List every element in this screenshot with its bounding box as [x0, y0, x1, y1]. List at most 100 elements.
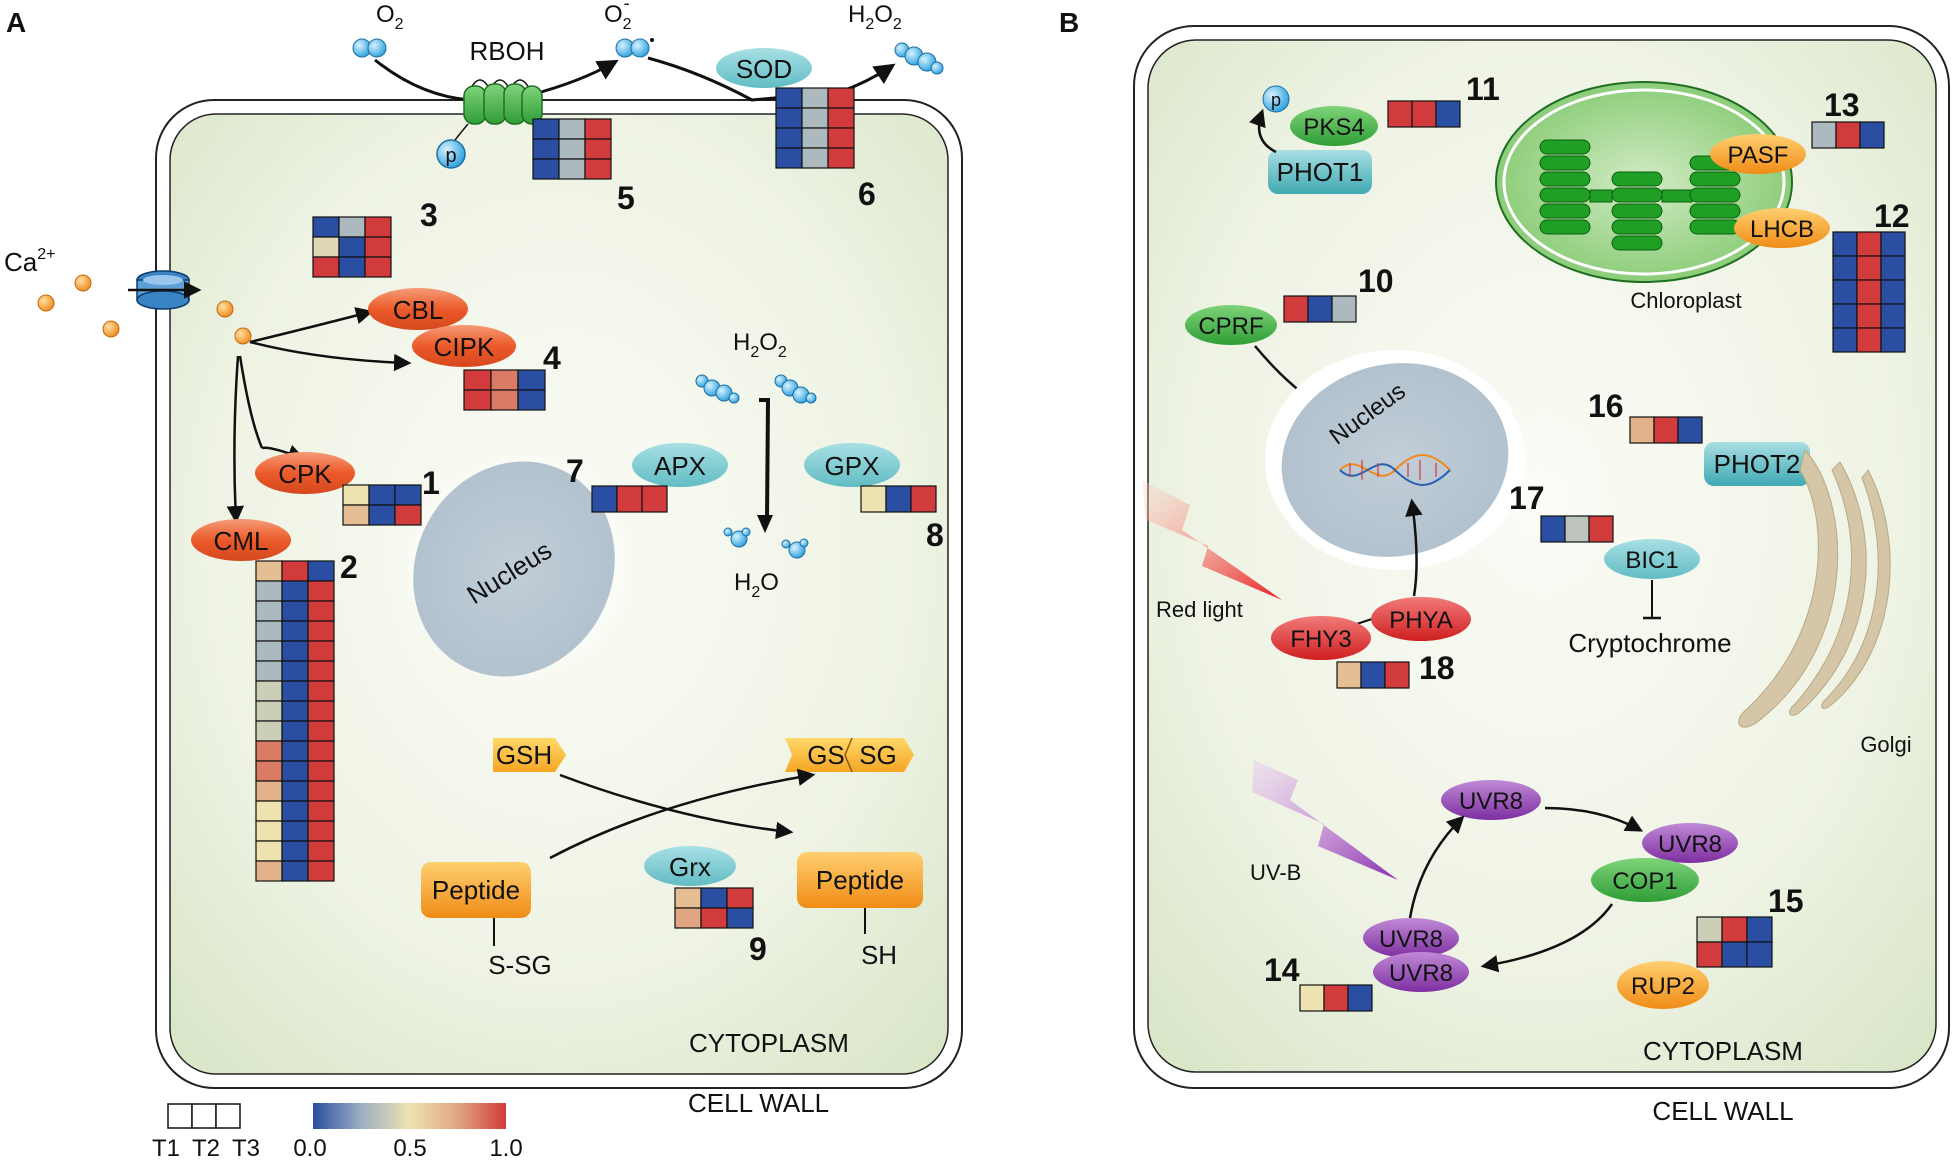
heatmap-cell: [255, 720, 283, 742]
heatmap-cell: [1435, 100, 1461, 128]
cml-label: CML: [214, 526, 269, 556]
heatmap-cell: [532, 138, 560, 160]
h2o2-mid-label: H2O2: [733, 329, 787, 361]
water-molecule-icon-left: [723, 527, 751, 548]
heatmap-cell: [281, 620, 309, 642]
legend-colorbar: [313, 1103, 506, 1129]
heatmap-cell: [281, 720, 309, 742]
heatmap-cell: [255, 620, 283, 642]
heatmap-cell: [1331, 295, 1357, 323]
heatmap-cell: [307, 780, 335, 802]
panel-a-cell-wall-label: CELL WALL: [688, 1088, 829, 1118]
label-14: 14: [1264, 952, 1300, 988]
heatmap-cell: [801, 107, 829, 129]
lhcb-protein: [1734, 208, 1830, 248]
phya-label: PHYA: [1389, 607, 1453, 634]
heatmap-cell: [307, 620, 335, 642]
label-5: 5: [617, 180, 635, 216]
heatmap-cell: [281, 680, 309, 702]
cpk-protein: [255, 452, 355, 494]
superoxide-label: O2-: [604, 0, 632, 33]
heatmap-10: [1283, 295, 1357, 323]
grx-protein: [644, 846, 736, 886]
peptide-left-label: Peptide: [432, 875, 520, 905]
gpx-protein: [804, 443, 900, 487]
heatmap-cell: [281, 840, 309, 862]
heatmap-cell: [255, 640, 283, 662]
legend-max: 1.0: [489, 1135, 522, 1162]
heatmap-cell: [885, 485, 912, 513]
heatmap-cell: [394, 484, 422, 506]
heatmap-cell: [255, 780, 283, 802]
gsh-label: GSH: [496, 740, 552, 770]
heatmap-cell: [1880, 279, 1906, 305]
gsh-molecule: [493, 738, 566, 772]
label-11: 11: [1466, 71, 1500, 107]
heatmap-cell: [255, 600, 283, 622]
bic1-label: BIC1: [1625, 547, 1678, 574]
label-3: 3: [420, 197, 438, 233]
arrow-gsh-to-peptide: [559, 773, 794, 840]
arrow-superoxide-to-h2o2: [647, 56, 896, 102]
heatmap-cell: [1299, 984, 1325, 1012]
heatmap-5: [532, 118, 612, 180]
heatmap-cell: [726, 887, 754, 909]
heatmap-cell: [827, 147, 855, 169]
heatmap-cell: [1411, 100, 1437, 128]
heatmap-cell: [490, 369, 519, 391]
heatmap-cell: [307, 740, 335, 762]
heatmap-cell: [860, 485, 887, 513]
label-16: 16: [1588, 388, 1624, 424]
heatmap-cell: [674, 907, 702, 929]
arrow-peptide-to-gssg: [549, 768, 816, 860]
red-light-bolt-icon: [1142, 480, 1282, 600]
arrow-o2-to-rboh: [374, 58, 471, 102]
heatmap-cell: [307, 800, 335, 822]
legend-t2-box: [191, 1103, 217, 1129]
heatmap-cell: [255, 680, 283, 702]
label-9: 9: [749, 931, 767, 967]
heatmap-cell: [1880, 327, 1906, 353]
heatmap-8: [860, 485, 937, 513]
heatmap-cell: [910, 485, 937, 513]
heatmap-cell: [1856, 255, 1882, 281]
heatmap-cell: [307, 580, 335, 602]
heatmap-cell: [532, 158, 560, 180]
heatmap-cell: [342, 504, 370, 526]
panel-a-cytoplasm-label: CYTOPLASM: [689, 1028, 849, 1058]
label-17: 17: [1509, 480, 1545, 516]
heatmap-cell: [1677, 416, 1703, 444]
heatmap-cell: [1721, 941, 1748, 968]
heatmap-cell: [1811, 121, 1837, 149]
uvr8-dimer-b-label: UVR8: [1389, 960, 1453, 987]
heatmap-cell: [1832, 231, 1858, 257]
grx-label: Grx: [669, 852, 711, 882]
heatmap-cell: [307, 820, 335, 842]
gpx-label: GPX: [825, 451, 880, 481]
heatmap-cell: [281, 820, 309, 842]
heatmap-cell: [312, 236, 340, 258]
gssg-right-half: [845, 738, 914, 772]
heatmap-cell: [1746, 941, 1773, 968]
heatmap-cell: [1283, 295, 1309, 323]
heatmap-15: [1696, 916, 1773, 968]
dna-icon: [1339, 454, 1451, 486]
heatmap-cell: [281, 560, 309, 582]
cbl-label: CBL: [393, 295, 444, 325]
heatmap-12: [1832, 231, 1906, 353]
o2-label: O2: [376, 1, 404, 33]
cprf-label: CPRF: [1198, 313, 1263, 340]
heatmap-cell: [700, 907, 728, 929]
heatmap-7: [591, 485, 668, 513]
label-13: 13: [1824, 87, 1860, 123]
heatmap-cell: [700, 887, 728, 909]
cop1-protein: [1591, 858, 1699, 902]
uvb-bolt-icon: [1252, 760, 1398, 880]
heatmap-cell: [255, 660, 283, 682]
h2o2-molecule-icon-left: [695, 374, 740, 404]
heatmap-cell: [1832, 279, 1858, 305]
panel-b: B Chloroplast PASF: [1059, 7, 1950, 1126]
chloroplast-inner-membrane: [1502, 88, 1786, 276]
